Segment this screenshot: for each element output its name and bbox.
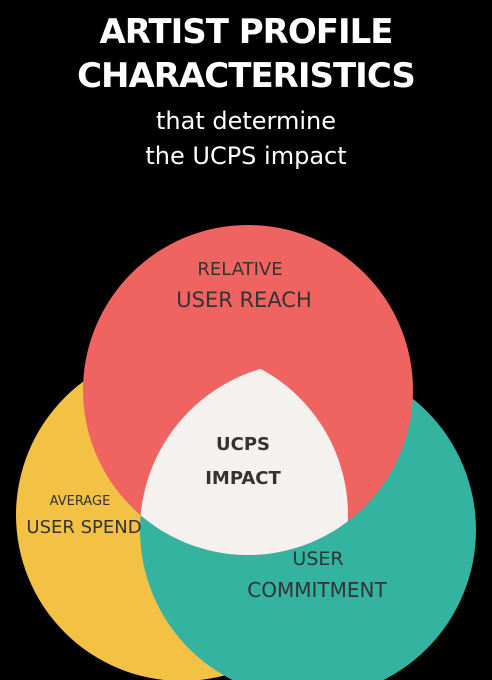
reach-label-line-2: USER REACH: [176, 288, 312, 312]
commitment-label-line-2: COMMITMENT: [247, 578, 387, 602]
reach-label-line-1: RELATIVE: [197, 259, 282, 280]
subtitle-line-1: that determine: [155, 107, 336, 135]
title-line-2: CHARACTERISTICS: [77, 56, 416, 96]
spend-label-line-1: AVERAGE: [50, 494, 111, 509]
center-overlap-region: [140, 362, 348, 555]
spend-label-line-2: USER SPEND: [26, 517, 141, 538]
center-label-line-1: UCPS: [216, 434, 270, 455]
subtitle-line-2: the UCPS impact: [145, 142, 347, 170]
title-line-1: ARTIST PROFILE: [99, 12, 393, 52]
commitment-label-line-1: USER: [292, 548, 343, 570]
center-label-line-2: IMPACT: [205, 468, 281, 489]
